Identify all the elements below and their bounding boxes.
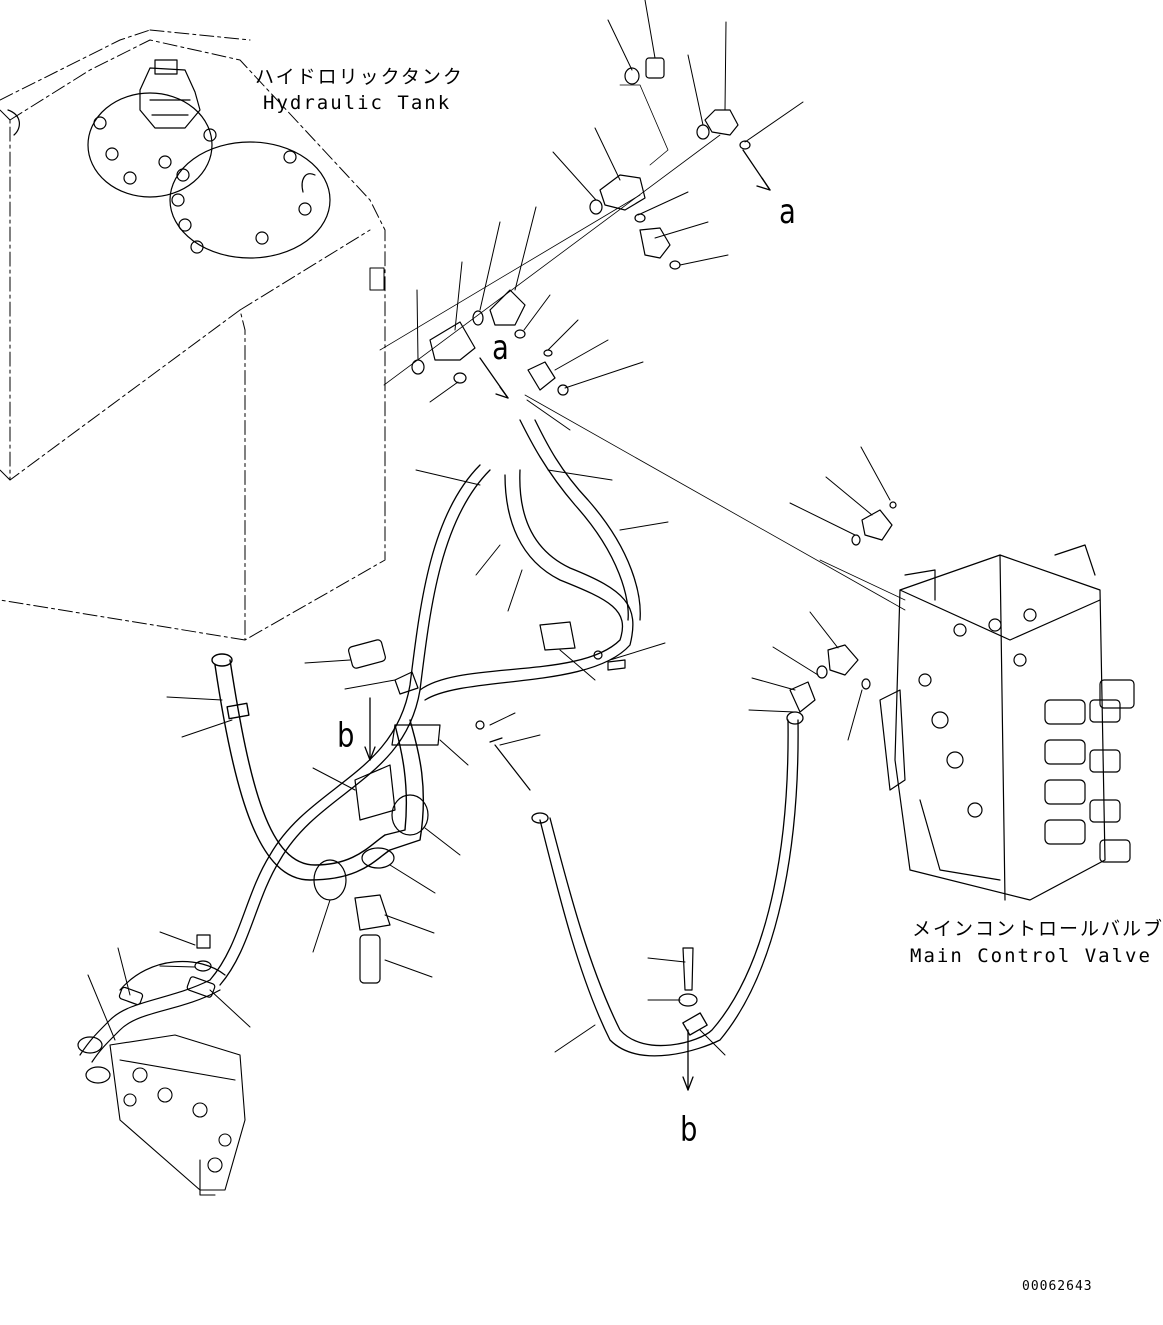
hydraulic-tank-label-ja: ハイドロリックタンク — [255, 66, 464, 88]
hose-right-loop — [531, 711, 804, 1057]
connection-lines — [379, 84, 906, 611]
reference-b-bottom: b — [680, 1110, 698, 1150]
reference-a-top: a — [779, 192, 796, 232]
main-control-valve-label-en: Main Control Valve — [910, 945, 1152, 967]
main-control-valve-label-ja: メインコントロールバルブ — [912, 918, 1163, 940]
reference-a-mid: a — [492, 328, 509, 368]
hose-return-main — [211, 653, 425, 881]
tank-cover — [7, 59, 331, 259]
hydraulic-tank-outline — [0, 29, 386, 641]
pilot-valve-block — [109, 1034, 246, 1196]
hose-pilot-lines — [77, 960, 226, 1084]
hose-drain-long — [209, 419, 641, 986]
leader-lines — [87, 0, 891, 1056]
drawing-code: 00062643 — [1022, 1279, 1093, 1294]
tank-side-fitting — [369, 267, 385, 291]
reference-b-left: b — [337, 716, 355, 756]
upper-fittings — [411, 57, 897, 713]
reference-arrows — [364, 149, 771, 1091]
main-control-valve-outline — [879, 544, 1135, 901]
clamps-and-bolts — [118, 621, 698, 1007]
hydraulic-tank-label-en: Hydraulic Tank — [263, 92, 452, 114]
